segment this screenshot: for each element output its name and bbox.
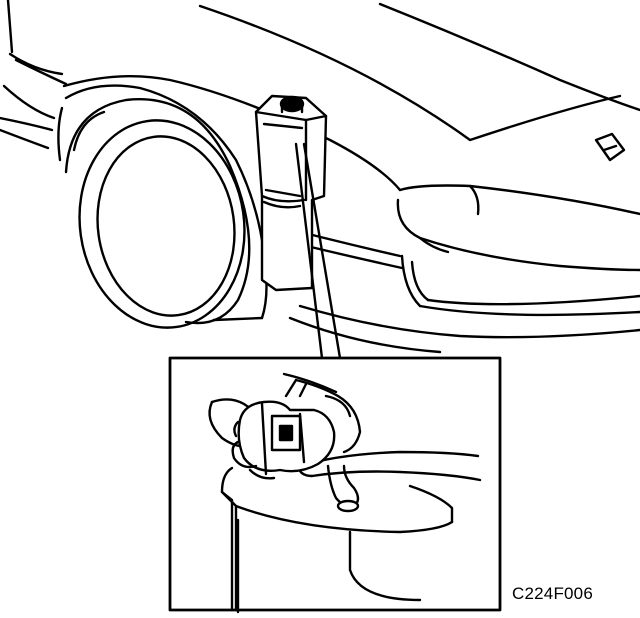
figure-code: C224F006 — [512, 584, 593, 603]
front-wheel — [66, 99, 258, 338]
leader-lines — [296, 144, 340, 358]
washer-reservoir — [256, 96, 326, 290]
detail-inset — [170, 358, 500, 612]
